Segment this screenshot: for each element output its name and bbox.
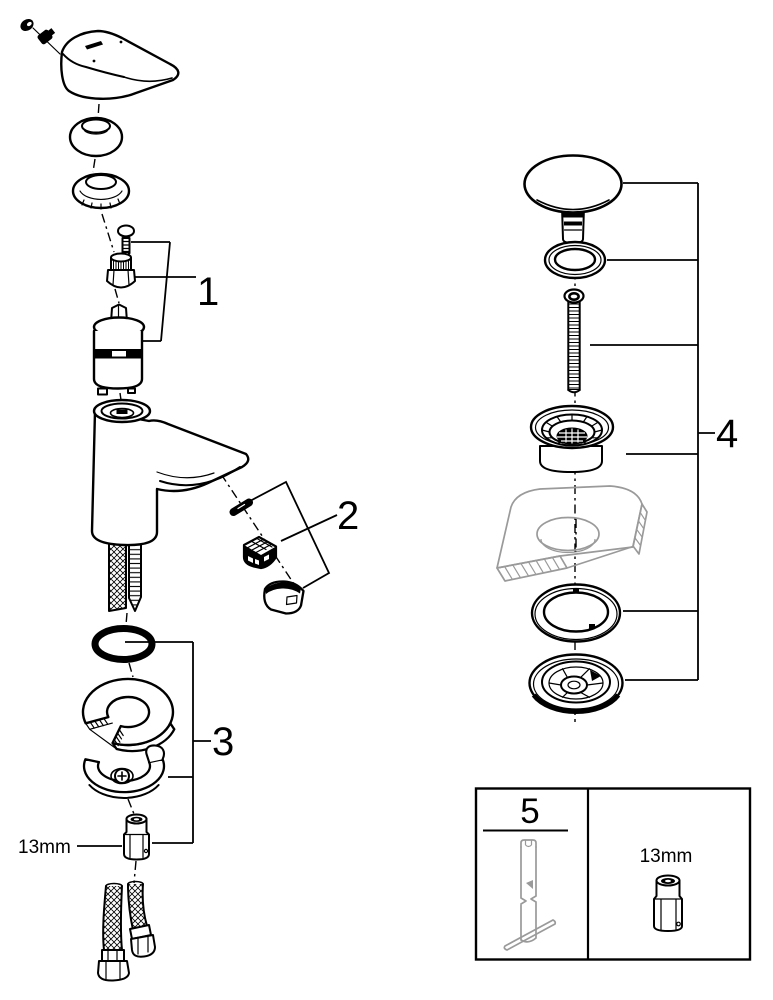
basin-cutaway-icon xyxy=(496,485,648,582)
lift-rod-icon xyxy=(563,288,585,394)
toolbox-wrench-size: 13mm xyxy=(640,846,693,867)
callout-group-5: 5 xyxy=(483,792,568,832)
mounting-collar-icon xyxy=(71,172,131,210)
mounting-tool-icon xyxy=(503,839,557,951)
centerlines-left xyxy=(92,103,299,884)
supply-hose-braided-icon xyxy=(108,541,127,612)
stabilizer-plate-icon xyxy=(81,677,176,753)
callout-group-4: 4 xyxy=(590,182,738,681)
wrench-size-label: 13mm xyxy=(18,837,71,858)
drain-locknut-icon xyxy=(528,653,624,714)
cartridge-screw-icon xyxy=(117,224,135,257)
mounting-clamp-icon xyxy=(82,744,166,799)
callout-group-1: 1 xyxy=(131,241,219,342)
tool-box-frame xyxy=(474,787,752,961)
callout-3-label: 3 xyxy=(212,720,234,764)
supply-hose-ribbed-icon xyxy=(128,541,142,612)
handle-plug-icon xyxy=(20,18,61,55)
lever-handle-icon xyxy=(60,29,180,100)
o-ring-icon xyxy=(91,625,156,663)
handle-screw-icon xyxy=(37,28,56,45)
wrench-size-annotation: 13mm xyxy=(18,837,122,858)
aerator-housing-icon xyxy=(263,580,305,615)
cartridge-nut-icon xyxy=(106,252,136,289)
callout-group-2: 2 xyxy=(249,480,359,589)
drain-flange-icon xyxy=(529,404,615,473)
tool-box: 5 13mm xyxy=(474,787,752,961)
callout-2-label: 2 xyxy=(337,494,359,538)
socket-nut-icon xyxy=(653,874,683,932)
toolbox-wrench-size-label: 13mm xyxy=(640,846,693,867)
mounting-nut-icon xyxy=(123,813,150,861)
aerator-insert-icon xyxy=(242,535,278,570)
handle-dome-cap-icon xyxy=(68,116,124,158)
drain-assembly xyxy=(496,154,648,722)
callout-4-label: 4 xyxy=(716,412,738,456)
aerator-pin-icon xyxy=(229,498,253,516)
plug-seal-icon xyxy=(543,240,607,280)
faucet-body-icon xyxy=(90,398,250,547)
callout-5-label: 5 xyxy=(520,792,539,831)
callout-group-3: 3 xyxy=(125,641,234,844)
pop-up-plug-icon xyxy=(523,154,623,244)
cartridge-icon xyxy=(92,303,146,396)
connection-hoses-icon xyxy=(97,880,156,982)
drain-seal-icon xyxy=(530,583,622,643)
callout-1-label: 1 xyxy=(197,270,219,314)
faucet-assembly xyxy=(20,18,305,982)
